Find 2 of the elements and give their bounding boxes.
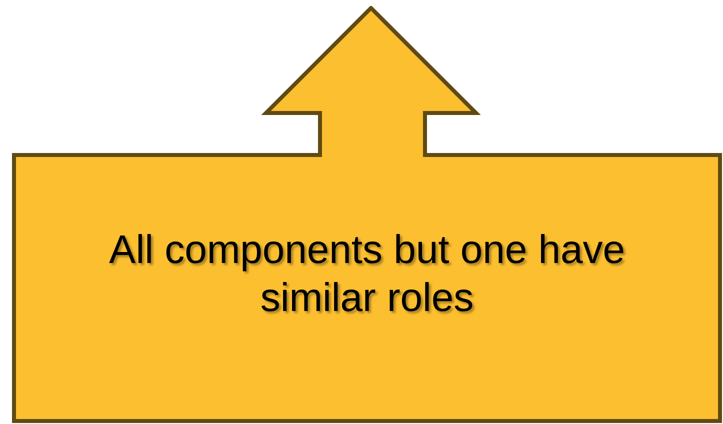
up-arrow-callout	[12, 6, 722, 423]
callout-text: All components but one have similar roles	[108, 227, 626, 322]
